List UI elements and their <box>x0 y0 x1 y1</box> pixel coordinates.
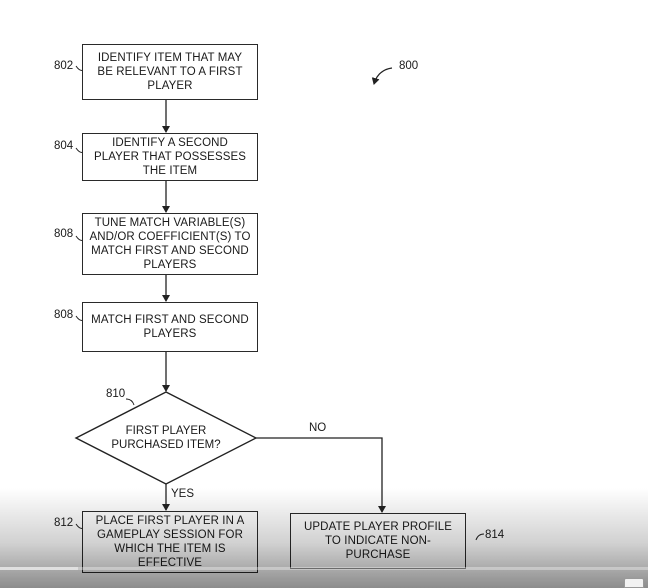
step-box-802: IDENTIFY ITEM THAT MAY BE RELEVANT TO A … <box>82 44 258 100</box>
branch-no-label: NO <box>309 422 327 434</box>
leader-814 <box>475 533 485 541</box>
ref-802: 802 <box>54 60 74 72</box>
figure-ref-arrow <box>371 67 393 85</box>
decision-text: FIRST PLAYER PURCHASED ITEM? <box>111 425 221 451</box>
branch-yes-label: YES <box>171 488 195 500</box>
figure-number: 800 <box>399 60 419 72</box>
step-box-814: UPDATE PLAYER PROFILE TO INDICATE NON- P… <box>290 513 466 569</box>
step-box-812: PLACE FIRST PLAYER IN A GAMEPLAY SESSION… <box>82 511 258 573</box>
video-progress-bar[interactable] <box>0 567 648 570</box>
step-box-806: TUNE MATCH VARIABLE(S) AND/OR COEFFICIEN… <box>82 213 258 275</box>
video-progress-fill <box>0 567 78 570</box>
ref-806: 808 <box>54 228 74 240</box>
ref-810: 810 <box>106 388 126 400</box>
step-box-808: MATCH FIRST AND SECOND PLAYERS <box>82 302 258 352</box>
ref-814: 814 <box>485 529 505 541</box>
leader-810 <box>125 398 135 406</box>
ref-812: 812 <box>54 517 74 529</box>
step-box-804: IDENTIFY A SECOND PLAYER THAT POSSESSES … <box>82 133 258 181</box>
ref-808: 808 <box>54 309 74 321</box>
arrow-no <box>256 437 386 513</box>
ref-804: 804 <box>54 140 74 152</box>
player-control-button[interactable] <box>624 578 644 588</box>
